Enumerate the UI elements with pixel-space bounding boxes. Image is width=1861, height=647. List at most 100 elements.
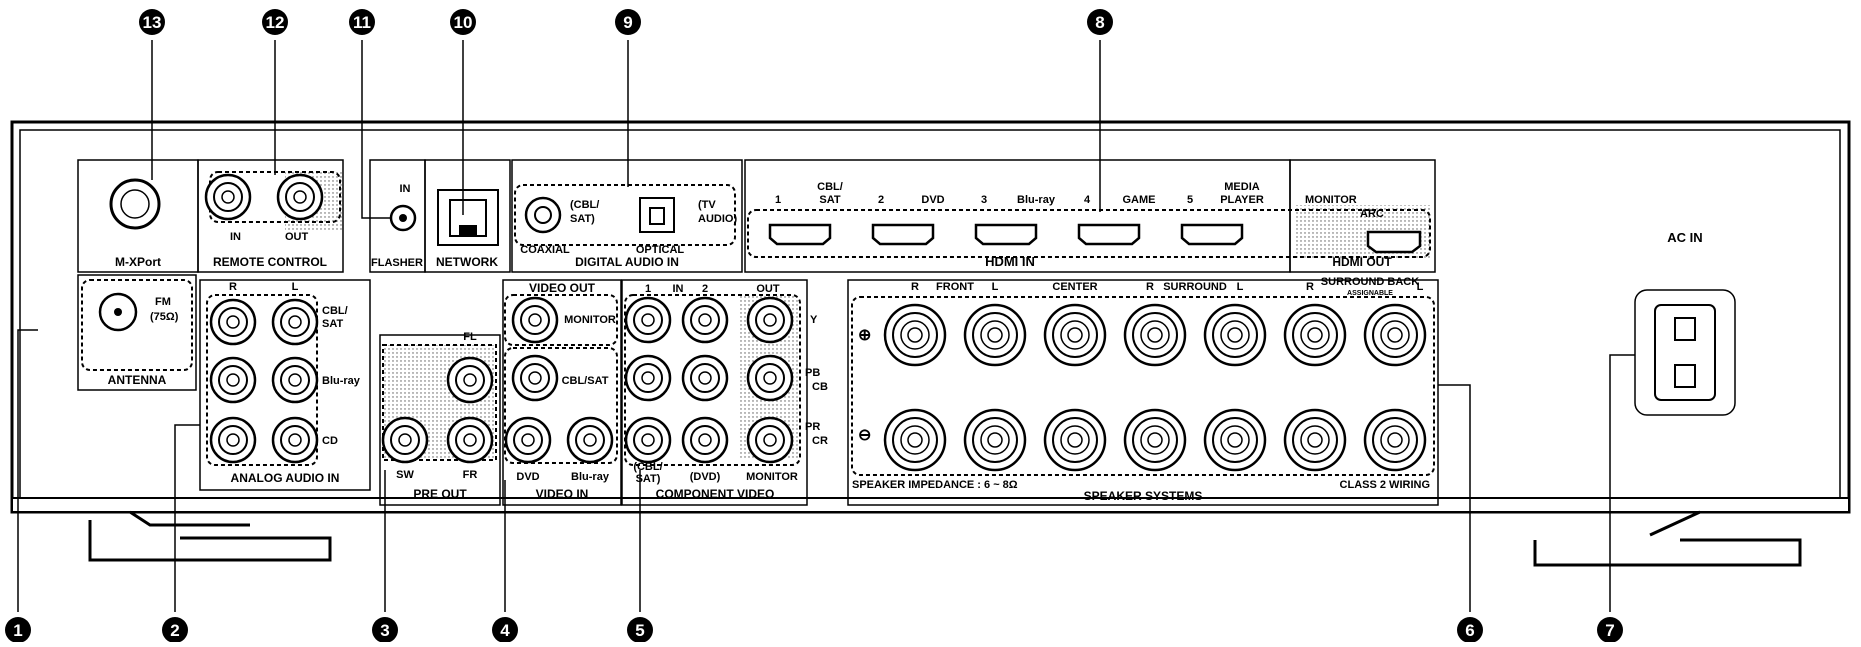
remote-out-jack — [276, 173, 324, 221]
svg-text:1: 1 — [13, 621, 22, 640]
hdmi-in-5-port — [1180, 223, 1244, 246]
plus-symbol: ⊕ — [858, 327, 871, 344]
coaxial-label: COAXIAL — [520, 244, 570, 256]
optical-source-1: (TV — [698, 199, 716, 211]
component-jack-2-2 — [681, 354, 729, 402]
pre-out-label: PRE OUT — [413, 487, 467, 501]
antenna-box — [77, 274, 197, 391]
leader-line-11 — [361, 40, 390, 219]
hdmi-in-4-port — [1077, 223, 1141, 246]
pre-out-fr-jack — [446, 416, 494, 464]
hdmi-out-box — [1289, 159, 1436, 273]
component-cr: CR — [812, 435, 828, 447]
speaker-terminal-5-plus — [1203, 303, 1267, 367]
speaker-surround-r: R — [1146, 281, 1154, 293]
video-in-cblsat-jack — [511, 354, 559, 402]
component-jack-1-1 — [624, 296, 672, 344]
speaker-terminal-3-plus — [1043, 303, 1107, 367]
speaker-box — [847, 279, 1439, 506]
hdmi-out-port — [1366, 230, 1422, 254]
hdmi-in-1-name: SAT — [819, 194, 840, 206]
component-cb: CB — [812, 381, 828, 393]
svg-text:9: 9 — [623, 13, 632, 32]
analog-audio-box — [199, 279, 371, 491]
remote-control-label: REMOTE CONTROL — [213, 255, 327, 269]
callout-1: 1 — [5, 617, 31, 643]
analog-jack-3 — [209, 356, 257, 404]
callout-12: 12 — [262, 9, 288, 35]
speaker-front-r: R — [911, 281, 919, 293]
speaker-terminals — [883, 303, 1427, 472]
pre-out-fr: FR — [463, 469, 478, 481]
speaker-terminal-4-minus — [1123, 408, 1187, 472]
hdmi-in-5-number: 5 — [1187, 194, 1193, 206]
component-src2: (DVD) — [690, 471, 721, 483]
svg-text:4: 4 — [500, 621, 510, 640]
video-out-monitor-jack — [511, 296, 559, 344]
pre-out-box — [379, 334, 501, 506]
mxport-label: M-XPort — [115, 255, 161, 269]
component-pr: PR — [805, 421, 820, 433]
coaxial-jack — [524, 196, 562, 234]
remote-in-jack — [204, 173, 252, 221]
callout-7: 7 — [1597, 617, 1623, 643]
speaker-terminal-2-plus — [963, 303, 1027, 367]
video-in-dvd-jack — [504, 416, 552, 464]
svg-text:3: 3 — [380, 621, 389, 640]
analog-jack-4 — [271, 356, 319, 404]
component-jack-3-1 — [746, 296, 794, 344]
component-box — [621, 279, 808, 506]
hdmi-in-3-name: Blu-ray — [1017, 194, 1056, 206]
callout-2: 2 — [162, 617, 188, 643]
hdmi-in-3-number: 3 — [981, 194, 987, 206]
hdmi-in-4-name: GAME — [1123, 194, 1156, 206]
flasher-jack — [389, 204, 417, 232]
component-in1: 1 — [645, 283, 651, 295]
digital-audio-highlight — [514, 184, 736, 246]
speaker-surround: SURROUND — [1163, 281, 1227, 293]
speaker-surround-back: SURROUND BACK — [1321, 276, 1419, 288]
video-in-highlight — [504, 347, 618, 464]
speaker-front-l: L — [992, 281, 999, 293]
speaker-terminal-7-minus — [1363, 408, 1427, 472]
speaker-highlight — [851, 296, 1435, 476]
svg-text:7: 7 — [1605, 621, 1614, 640]
callout-4: 4 — [492, 617, 518, 643]
ac-inlet-body — [1634, 289, 1736, 416]
analog-jack-1 — [209, 298, 257, 346]
video-monitor-label: MONITOR — [564, 314, 616, 326]
analog-audio-label: ANALOG AUDIO IN — [231, 471, 340, 485]
component-jack-2-1 — [681, 296, 729, 344]
hdmi-in-5-name: MEDIA — [1224, 181, 1260, 193]
fm-antenna-jack — [98, 292, 138, 332]
speaker-terminal-6-minus — [1283, 408, 1347, 472]
speaker-front: FRONT — [936, 281, 974, 293]
remote-out-label: OUT — [285, 231, 309, 243]
component-in-label: IN — [673, 283, 684, 295]
component-y: Y — [810, 314, 818, 326]
svg-text:5: 5 — [635, 621, 644, 640]
speaker-terminal-1-plus — [883, 303, 947, 367]
antenna-label: ANTENNA — [108, 373, 167, 387]
antenna-highlight — [81, 279, 193, 371]
svg-text:2: 2 — [170, 621, 179, 640]
component-pb: PB — [805, 367, 820, 379]
speaker-terminal-6-plus — [1283, 303, 1347, 367]
video-in-label: VIDEO IN — [536, 487, 589, 501]
network-label: NETWORK — [436, 255, 498, 269]
callout-6: 6 — [1457, 617, 1483, 643]
component-out: OUT — [756, 283, 780, 295]
component-jack-3-2 — [746, 354, 794, 402]
optical-source-2: AUDIO) — [698, 213, 737, 225]
callout-leader-lines — [17, 40, 1635, 612]
digital-audio-box — [511, 159, 743, 273]
video-dvd-label: DVD — [516, 471, 539, 483]
mxport-connector — [109, 178, 161, 230]
pre-out-fl-jack — [446, 356, 494, 404]
hdmi-out-label: HDMI OUT — [1332, 255, 1392, 269]
svg-text:8: 8 — [1095, 13, 1104, 32]
leader-line-2 — [174, 424, 200, 612]
analog-jack-6 — [271, 416, 319, 464]
